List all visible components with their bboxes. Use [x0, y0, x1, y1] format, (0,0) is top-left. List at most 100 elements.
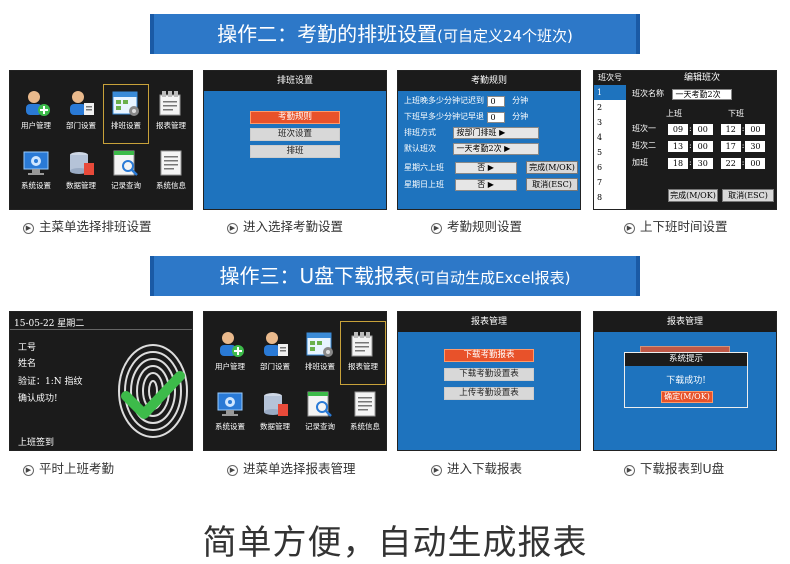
- screen-title: 编辑班次: [683, 73, 720, 83]
- schedule-settings-icon: [306, 332, 333, 357]
- arrow-right-icon: ▶: [227, 223, 238, 234]
- record-query-icon: [113, 150, 138, 176]
- menu-item-data-management[interactable]: 数据管理: [253, 390, 297, 432]
- time-input[interactable]: 00: [745, 123, 766, 135]
- time-input[interactable]: 13: [668, 140, 688, 152]
- menu-button-scheduling[interactable]: 排班: [250, 145, 340, 158]
- shift-number-item[interactable]: 4: [597, 133, 603, 142]
- shift-number-item[interactable]: 8: [597, 193, 603, 202]
- clock-in-status: 上班签到: [18, 438, 55, 448]
- early-label: 下班早多少分钟记早退: [404, 112, 484, 121]
- caption: ▶上下班时间设置: [610, 216, 790, 235]
- menu-label: 记录查询: [305, 422, 335, 431]
- menu-item-department[interactable]: 部门设置: [59, 89, 103, 131]
- time-input[interactable]: 30: [692, 157, 713, 169]
- saturday-row: 星期六上班 否 ▶: [404, 162, 517, 174]
- menu-item-system-settings[interactable]: 系统设置: [14, 149, 58, 191]
- menu-label: 系统设置: [21, 181, 51, 190]
- system-info-icon: [354, 391, 376, 417]
- system-settings-icon: [23, 151, 49, 175]
- menu-item-system-settings[interactable]: 系统设置: [208, 390, 252, 432]
- caption-text: 下载报表到U盘: [640, 461, 725, 476]
- arrow-right-icon: ▶: [624, 223, 635, 234]
- menu-button-download-settings-sheet[interactable]: 下载考勤设置表: [444, 368, 534, 381]
- confirm-button[interactable]: 确定(M/OK): [661, 391, 713, 403]
- time-input[interactable]: 17: [720, 140, 741, 152]
- menu-item-user-management[interactable]: 用户管理: [14, 89, 58, 131]
- menu-item-department[interactable]: 部门设置: [253, 330, 297, 372]
- menu-item-schedule-settings[interactable]: 排班设置: [298, 330, 342, 372]
- shift-number-item[interactable]: 3: [597, 118, 603, 127]
- sunday-select[interactable]: 否 ▶: [454, 179, 517, 191]
- time-input[interactable]: 30: [745, 140, 766, 152]
- done-button[interactable]: 完成(M/OK): [668, 189, 718, 202]
- screen-title: 报表管理: [594, 312, 776, 332]
- system-info-icon: [160, 150, 182, 176]
- saturday-select[interactable]: 否 ▶: [454, 162, 517, 174]
- shift-number-item[interactable]: 2: [597, 103, 603, 112]
- menu-item-schedule-settings[interactable]: 排班设置: [103, 84, 149, 144]
- caption-text: 进菜单选择报表管理: [243, 461, 356, 476]
- menu-button-download-attendance-report[interactable]: 下载考勤报表: [444, 349, 534, 362]
- menu-item-user-management[interactable]: 用户管理: [208, 330, 252, 372]
- menu-item-record-query[interactable]: 记录查询: [298, 390, 342, 432]
- shift-list-header: 班次号: [594, 71, 626, 85]
- time-input[interactable]: 12: [720, 123, 741, 135]
- default-shift-select[interactable]: 一天考勤2次 ▶: [452, 143, 539, 155]
- mode-select[interactable]: 按部门排班 ▶: [452, 127, 539, 139]
- time-input[interactable]: 18: [668, 157, 688, 169]
- menu-item-record-query[interactable]: 记录查询: [104, 149, 148, 191]
- time-input[interactable]: 09: [668, 123, 688, 135]
- verify-method: 验证：1:N 指纹: [18, 377, 83, 387]
- menu-label: 报表管理: [156, 121, 186, 130]
- early-minutes-input[interactable]: 0: [486, 111, 505, 123]
- shift-name-label: 班次名称: [632, 89, 664, 98]
- menu-button-upload-settings-sheet[interactable]: 上传考勤设置表: [444, 387, 534, 400]
- screenshot-schedule-menu: 排班设置 考勤规则 班次设置 排班: [203, 70, 387, 210]
- shift-number-item[interactable]: 6: [597, 163, 603, 172]
- menu-item-system-info[interactable]: 系统信息: [149, 149, 192, 191]
- menu-button-attendance-rules[interactable]: 考勤规则: [250, 111, 340, 124]
- late-label: 上班晚多少分钟记迟到: [404, 96, 484, 105]
- menu-button-shift-settings[interactable]: 班次设置: [250, 128, 340, 141]
- menu-label: 排班设置: [111, 121, 141, 130]
- arrow-right-icon: ▶: [23, 465, 34, 476]
- shift-name-input[interactable]: 一天考勤2次: [671, 88, 732, 100]
- time-separator: :: [741, 158, 745, 167]
- schedule-settings-icon: [112, 91, 139, 116]
- divider: [10, 329, 192, 330]
- section-subtitle: (可自动生成Excel报表): [414, 269, 571, 287]
- time-input[interactable]: 00: [692, 123, 713, 135]
- caption-text: 考勤规则设置: [447, 219, 523, 234]
- menu-label: 数据管理: [66, 181, 96, 190]
- time-separator: :: [689, 124, 692, 133]
- cancel-button[interactable]: 取消(ESC): [526, 178, 578, 191]
- shift-number-item[interactable]: 7: [597, 178, 603, 187]
- mode-value: 按部门排班: [456, 128, 497, 137]
- fingerprint-icon: [118, 344, 188, 438]
- cancel-button[interactable]: 取消(ESC): [722, 189, 774, 202]
- time-input[interactable]: 22: [720, 157, 741, 169]
- late-minutes-input[interactable]: 0: [486, 95, 505, 107]
- arrow-right-icon: ▶: [23, 223, 34, 234]
- menu-item-data-management[interactable]: 数据管理: [59, 149, 103, 191]
- time-input[interactable]: 00: [692, 140, 713, 152]
- shift-number-item[interactable]: 1: [594, 85, 626, 100]
- shift-number-item[interactable]: 5: [597, 148, 603, 157]
- menu-item-system-info[interactable]: 系统信息: [343, 390, 386, 432]
- time-input[interactable]: 00: [745, 157, 766, 169]
- section-title: 操作二：考勤的排班设置: [217, 22, 438, 46]
- time-separator: :: [689, 158, 692, 167]
- saturday-value: 否: [477, 163, 486, 172]
- shift-name-row: 班次名称 一天考勤2次: [632, 88, 732, 100]
- menu-item-report-management[interactable]: 报表管理: [340, 321, 386, 385]
- menu-label: 系统信息: [156, 181, 186, 190]
- footer-slogan: 简单方便，自动生成报表: [202, 523, 588, 563]
- screen-title: 排班设置: [204, 71, 386, 91]
- done-button[interactable]: 完成(M/OK): [526, 161, 578, 174]
- report-management-icon: [351, 332, 373, 357]
- default-shift-value: 一天考勤2次: [456, 144, 502, 153]
- menu-item-report-management[interactable]: 报表管理: [149, 89, 192, 131]
- sunday-row: 星期日上班 否 ▶: [404, 179, 517, 191]
- caption-text: 平时上班考勤: [39, 461, 115, 476]
